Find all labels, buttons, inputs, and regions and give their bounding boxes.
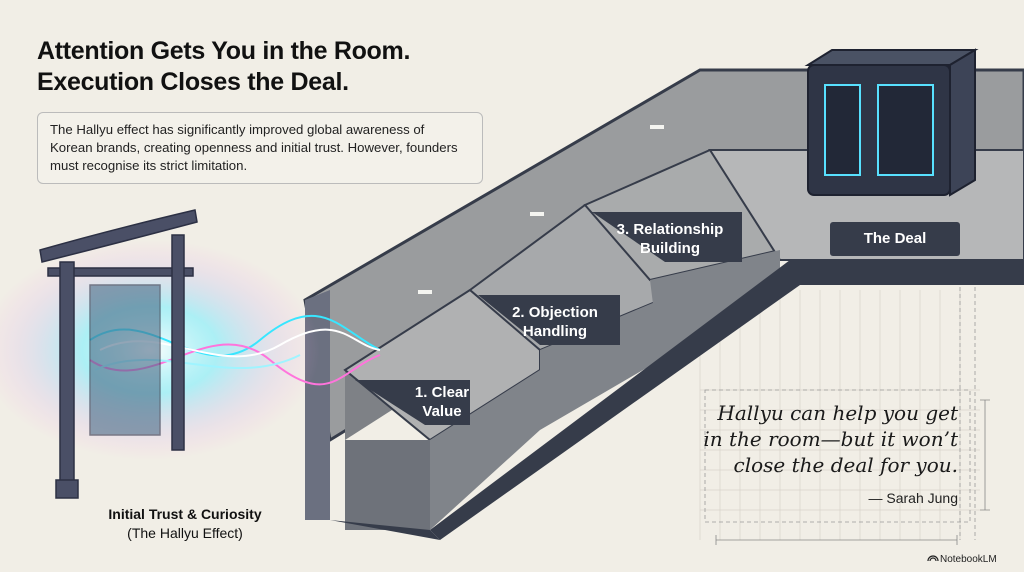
gate-icon	[39, 209, 198, 499]
gate-sublabel: (The Hallyu Effect)	[127, 525, 243, 541]
step-1-line1: 1. Clear	[414, 384, 470, 401]
notebooklm-logo-icon	[927, 555, 939, 562]
step-1-label: 1. Clear Value	[392, 383, 492, 421]
dimension-lines	[715, 399, 990, 545]
step-1-line2: Value	[422, 403, 462, 420]
brand-name: NotebookLM	[940, 554, 997, 565]
quote-text: Hallyu can help you get in the room—but …	[703, 401, 958, 477]
title-line-2: Execution Closes the Deal.	[37, 68, 349, 96]
wall-lights	[418, 125, 664, 294]
step-3-line2: Building	[640, 240, 700, 257]
gate-caption: Initial Trust & Curiosity (The Hallyu Ef…	[60, 505, 310, 543]
step-3-label: 3. Relationship Building	[595, 220, 745, 258]
gate-label: Initial Trust & Curiosity	[108, 506, 262, 522]
title-line-1: Attention Gets You in the Room.	[37, 37, 411, 65]
step-2-line1: 2. Objection	[512, 304, 598, 321]
intro-box: The Hallyu effect has significantly impr…	[37, 112, 483, 184]
step-2-line2: Handling	[522, 323, 588, 340]
deal-cube-icon	[804, 48, 979, 197]
deal-label: The Deal	[863, 230, 927, 247]
page-title: Attention Gets You in the Room. Executio…	[37, 36, 410, 98]
step-2-label: 2. Objection Handling	[495, 303, 615, 341]
step-3-line1: 3. Relationship	[616, 221, 724, 238]
quote-author: — Sarah Jung	[868, 490, 959, 506]
